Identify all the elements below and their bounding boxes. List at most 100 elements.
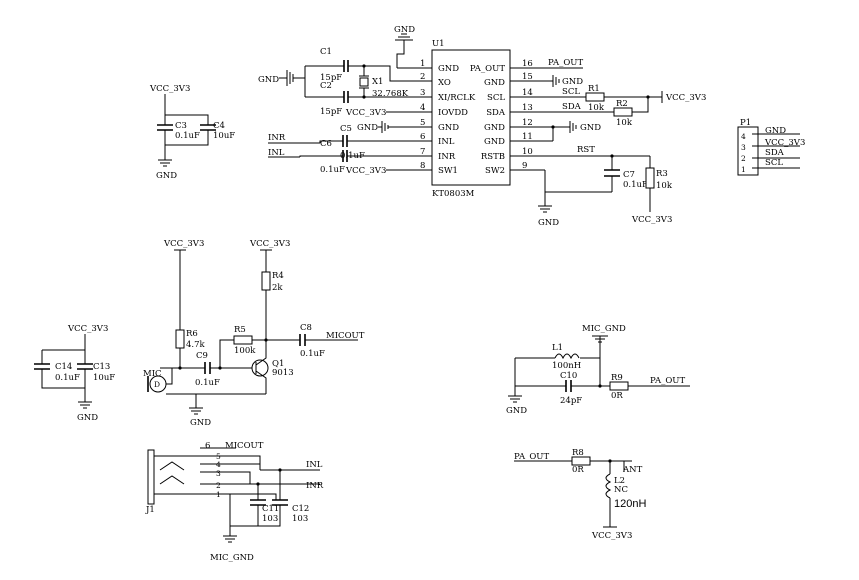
l1-ref: L1 [552,343,563,353]
r8-ref: R8 [572,448,584,458]
j1-pin: 6 [205,441,210,451]
u1-right-nets: PA_OUT GND SCL R1 10k SDA R2 10k VCC_3V3… [538,58,706,228]
j1-pin: 4 [216,460,221,469]
c10-ref: C10 [560,371,577,381]
l2-note: 120nH [614,498,646,510]
c13-ref: C13 [93,362,110,372]
r1-value: 10k [588,103,605,113]
inr-label: INR [306,481,324,491]
vcc-label: VCC_3V3 [665,93,706,103]
u1-pin-num: 14 [522,88,533,98]
pa-out-label: PA_OUT [650,376,685,386]
c12-ref: C12 [292,504,309,514]
c7-ref: C7 [623,170,635,180]
p1-connector: P1 4 3 2 1 GND VCC_3V3 SDA SCL [737,118,805,176]
micout-label: MICOUT [326,331,365,341]
vcc-label: VCC_3V3 [67,324,108,334]
u1-pin-num: 8 [420,161,425,171]
p1-pin-num: 3 [741,143,746,152]
u1-pin-num: 1 [420,59,425,69]
u1-body [431,49,511,186]
gnd-label: GND [506,406,527,416]
mic-ref: MIC [143,369,162,379]
u1-part: KT0803M [432,189,475,199]
sda-label: SDA [562,102,582,112]
vcc-label: VCC_3V3 [345,166,386,176]
r2-value: 10k [616,118,633,128]
u1-chip: U1 KT0803M GND XO XI/RCLK IOVDD GND INL … [397,39,545,199]
c5-ref: C5 [340,124,352,134]
c6-value: 0.1uF [320,165,345,175]
vcc-label: VCC_3V3 [591,531,632,541]
p1-signal: VCC_3V3 [764,138,805,148]
u1-pin-name: XO [438,78,451,88]
u1-left-nets: VCC_3V3 GND INR INL C5 0.1uF C6 0.1uF VC… [268,108,400,176]
x1-ref: X1 [372,77,383,87]
antenna-section: PA_OUT R8 0R ANT L2 NC 120nH VCC_3V3 [514,448,646,541]
vcc-label: VCC_3V3 [345,108,386,118]
u1-pin-name: SDA [486,108,506,118]
u1-pin-num: 15 [522,72,533,82]
u1-pin-name: INR [438,152,456,162]
j1-pin: 3 [216,469,221,478]
vcc-label: VCC_3V3 [163,239,204,249]
c1-ref: C1 [320,47,332,57]
mic-pin: D [154,380,160,389]
c3-value: 0.1uF [175,131,200,141]
j1-pin: 2 [216,481,221,490]
decoupling-c3-c4: VCC_3V3 C3 0.1uF C4 10uF GND [149,84,235,181]
u1-pin-num: 3 [420,88,425,98]
u1-pin-num: 4 [420,103,425,113]
c7-value: 0.1uF [623,180,648,190]
j1-audio-jack: 6 5 4 3 2 1 MICOUT J1 C11 103 C12 103 IN… [145,441,324,563]
c1-value: 15pF [320,73,342,83]
c3-ref: C3 [175,121,187,131]
u1-pin-name: XI/RCLK [438,93,476,103]
c13-value: 10uF [93,373,115,383]
vcc-label: VCC_3V3 [149,84,190,94]
u1-pin-num: 9 [522,161,527,171]
c2-value: 15pF [320,107,342,117]
r6-value: 4.7k [186,340,206,350]
gnd-label: GND [394,25,415,35]
r1-ref: R1 [588,84,600,94]
u1-pin-name: GND [484,123,505,133]
mic-gnd-label: MIC_GND [210,553,254,563]
p1-signal: GND [765,126,786,136]
gnd-label: GND [190,418,211,428]
c12-value: 103 [292,514,308,524]
c11-ref: C11 [262,504,279,514]
c4-ref: C4 [213,121,225,131]
p1-signal: SDA [765,148,785,158]
gnd-label: GND [562,77,583,87]
u1-pin-num: 2 [420,72,425,82]
u1-pin-name: GND [438,123,459,133]
vcc-label: VCC_3V3 [249,239,290,249]
c8-value: 0.1uF [300,349,325,359]
u1-pin-num: 10 [522,147,533,157]
u1-pin-name: GND [484,137,505,147]
r4-value: 2k [272,283,283,293]
gnd-label: GND [538,218,559,228]
l2-value: NC [614,485,628,495]
inr-label: INR [268,133,286,143]
rst-label: RST [577,145,595,155]
u1-pin-name: SW1 [438,166,458,176]
crystal-section: GND C1 15pF C2 15pF X1 32.768K [258,47,409,117]
c10-value: 24pF [560,396,582,406]
u1-pin-num: 13 [522,103,533,113]
j1-pin: 5 [216,452,221,461]
c9-value: 0.1uF [195,378,220,388]
micout-label: MICOUT [225,441,264,451]
l1-value: 100nH [552,361,581,371]
c9-ref: C9 [196,351,208,361]
q1-value: 9013 [272,368,294,378]
l2-ref: L2 [614,476,625,486]
r3-value: 10k [656,181,673,191]
u1-pin-name: GND [484,78,505,88]
pa-out-label: PA_OUT [548,58,583,68]
gnd-label: GND [357,123,378,133]
r5-value: 100k [234,346,256,356]
mic-gnd-label: MIC_GND [582,324,626,334]
